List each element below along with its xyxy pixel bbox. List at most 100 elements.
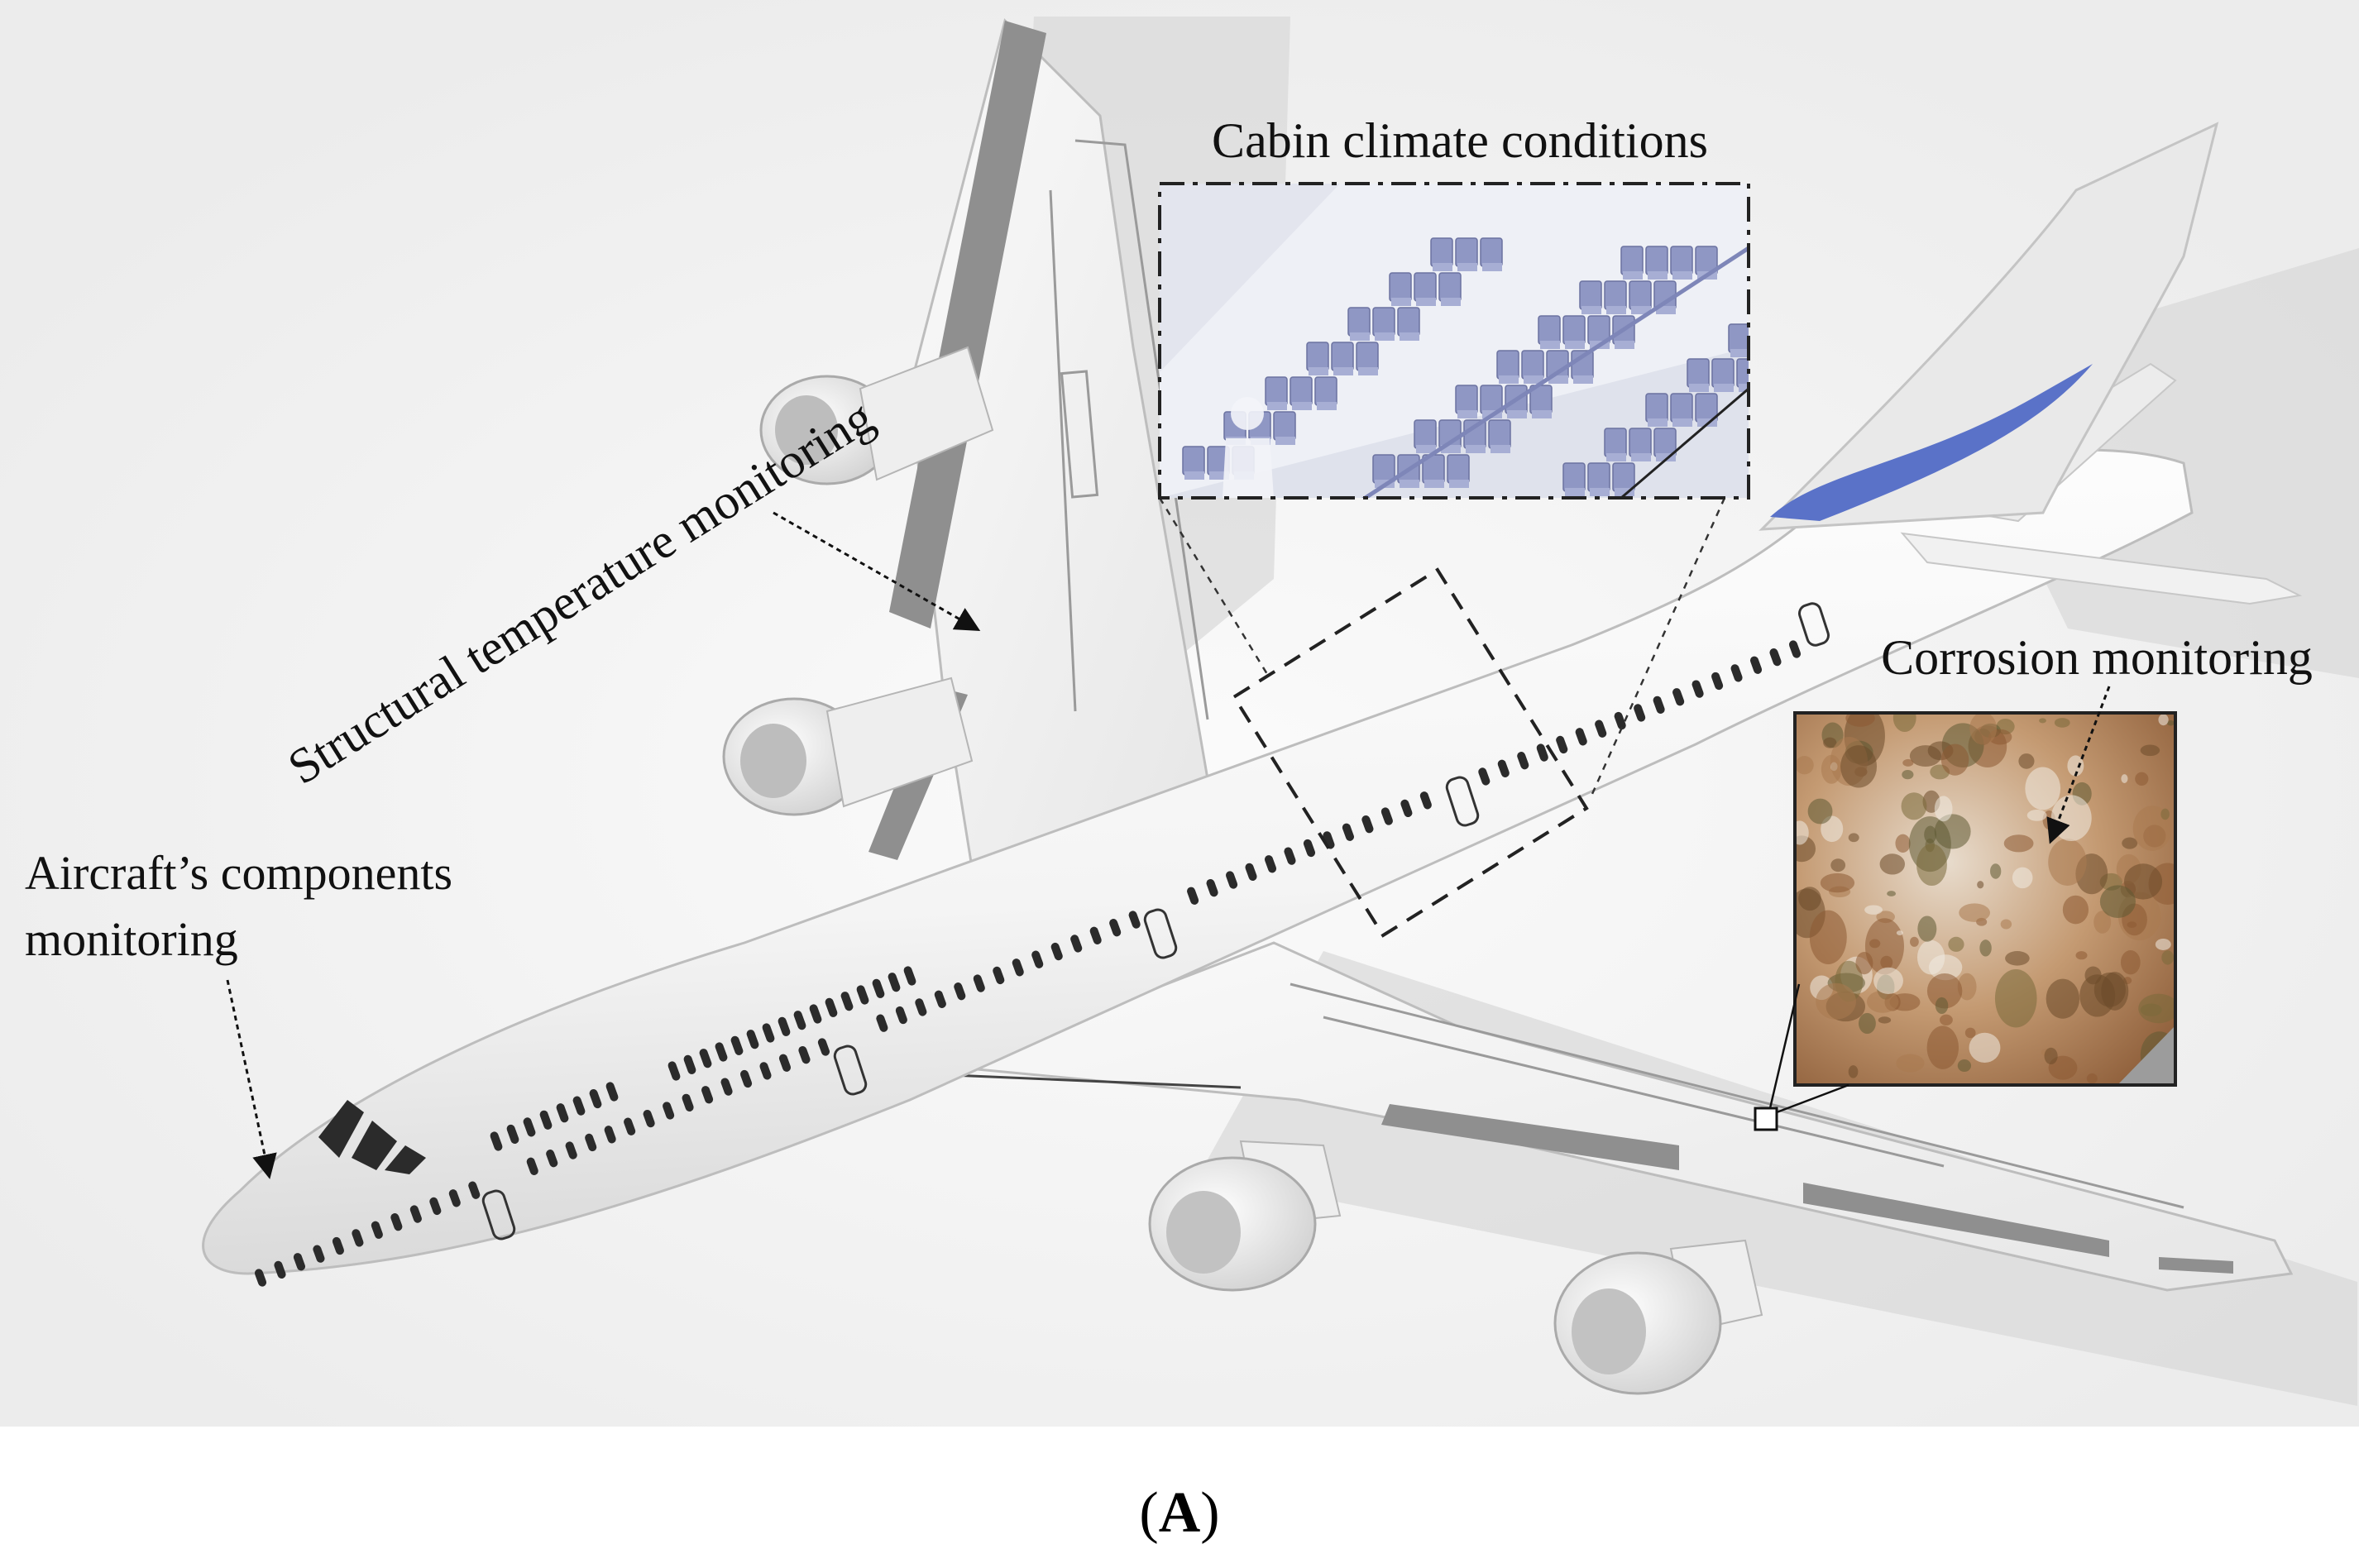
window bbox=[1575, 728, 1587, 746]
seat bbox=[1538, 315, 1561, 345]
window bbox=[872, 978, 885, 998]
rust-spot bbox=[1864, 918, 1904, 975]
rust-spot bbox=[1926, 1025, 1959, 1069]
window bbox=[409, 1205, 422, 1223]
caption-open: ( bbox=[1139, 1481, 1159, 1545]
window bbox=[1284, 847, 1296, 865]
seat-cushion bbox=[1623, 271, 1643, 280]
window bbox=[1634, 704, 1646, 722]
window bbox=[1672, 688, 1685, 706]
window bbox=[539, 1110, 553, 1130]
seat bbox=[1579, 280, 1602, 310]
window bbox=[585, 1133, 597, 1152]
components-label-line2: monitoring bbox=[25, 912, 238, 966]
rust-spot bbox=[1866, 990, 1899, 1013]
seat bbox=[1265, 376, 1288, 406]
corrosion-zoom-line-2 bbox=[1776, 1083, 1849, 1114]
window bbox=[903, 966, 916, 986]
lower-wing bbox=[950, 941, 2294, 1292]
window bbox=[1400, 799, 1413, 818]
window bbox=[778, 1016, 791, 1036]
seat-cushion bbox=[1491, 445, 1510, 453]
seat-cushion bbox=[1615, 341, 1634, 349]
window bbox=[274, 1260, 286, 1279]
seat-cushion bbox=[1416, 298, 1436, 306]
rust-spot bbox=[1848, 833, 1859, 843]
window bbox=[546, 1150, 558, 1168]
window bbox=[468, 1181, 481, 1199]
seat-cushion bbox=[1441, 298, 1461, 306]
rust-spot bbox=[1935, 997, 1949, 1014]
rust-spot bbox=[1816, 982, 1856, 1020]
seat-cushion bbox=[1358, 367, 1378, 375]
rust-spot bbox=[1896, 1054, 1925, 1073]
rust-spot bbox=[1959, 903, 1991, 922]
rust-spot bbox=[2079, 974, 2116, 1017]
seat bbox=[1306, 342, 1329, 371]
rust-spot bbox=[2135, 772, 2149, 786]
window bbox=[817, 1038, 830, 1056]
window bbox=[1342, 823, 1354, 841]
window bbox=[352, 1229, 364, 1247]
rust-spot bbox=[1940, 743, 1969, 776]
rust-spot bbox=[1902, 769, 1914, 780]
seat-cushion bbox=[1615, 488, 1634, 496]
seat bbox=[1562, 462, 1586, 492]
seat-cushion bbox=[1457, 410, 1477, 418]
window bbox=[701, 1086, 714, 1104]
seat-cushion bbox=[1672, 418, 1692, 427]
window bbox=[332, 1236, 344, 1255]
window bbox=[798, 1045, 811, 1064]
cockpit-windows bbox=[318, 1100, 426, 1174]
seat-cushion bbox=[1656, 453, 1676, 461]
label-arrows bbox=[226, 511, 2111, 1179]
window bbox=[793, 1011, 806, 1030]
rust-spot bbox=[1957, 973, 1977, 1001]
seat-cushion bbox=[1400, 480, 1419, 488]
rust-spot bbox=[2075, 951, 2088, 960]
window bbox=[1109, 919, 1122, 937]
seat-cushion bbox=[1656, 306, 1676, 314]
seat bbox=[1604, 280, 1627, 310]
seat bbox=[1670, 393, 1693, 423]
window bbox=[293, 1253, 306, 1271]
window bbox=[825, 997, 838, 1017]
seat-cushion bbox=[1433, 263, 1452, 271]
rust-spot bbox=[2050, 795, 2092, 842]
rust-spot bbox=[2044, 1047, 2058, 1065]
rust-spot bbox=[2099, 885, 2136, 919]
components-arrow bbox=[226, 979, 277, 1179]
seat-cushion bbox=[1275, 437, 1295, 445]
seat-cushion bbox=[1267, 402, 1287, 410]
rust-spot bbox=[1969, 1032, 2001, 1063]
window bbox=[1264, 855, 1277, 873]
seat bbox=[1290, 376, 1313, 406]
seat-cushion bbox=[1548, 375, 1568, 384]
seat bbox=[1645, 246, 1668, 275]
cabin-doors bbox=[481, 602, 1830, 1241]
window bbox=[565, 1141, 577, 1159]
window bbox=[1419, 791, 1432, 810]
window bbox=[371, 1221, 383, 1239]
window bbox=[643, 1109, 655, 1128]
seat-cushion bbox=[1581, 306, 1601, 314]
window bbox=[1050, 942, 1063, 961]
window bbox=[715, 1042, 728, 1062]
seat bbox=[1356, 342, 1379, 371]
seat-cushion bbox=[1400, 332, 1419, 341]
rust-spot bbox=[1798, 887, 1821, 911]
caption-letter: A bbox=[1158, 1481, 1201, 1545]
rust-spot bbox=[2124, 863, 2163, 900]
rust-spot bbox=[2003, 834, 2034, 853]
seat-cushion bbox=[1532, 410, 1552, 418]
rust-spot bbox=[1887, 891, 1897, 896]
rust-spot bbox=[1979, 939, 1992, 957]
rust-spot bbox=[1855, 951, 1873, 975]
rust-spot bbox=[1864, 905, 1883, 915]
window bbox=[1769, 648, 1782, 667]
rust-spot bbox=[2122, 837, 2138, 849]
window bbox=[624, 1117, 636, 1135]
window bbox=[1070, 935, 1083, 953]
window bbox=[1128, 911, 1141, 929]
caption-close: ) bbox=[1200, 1481, 1220, 1545]
